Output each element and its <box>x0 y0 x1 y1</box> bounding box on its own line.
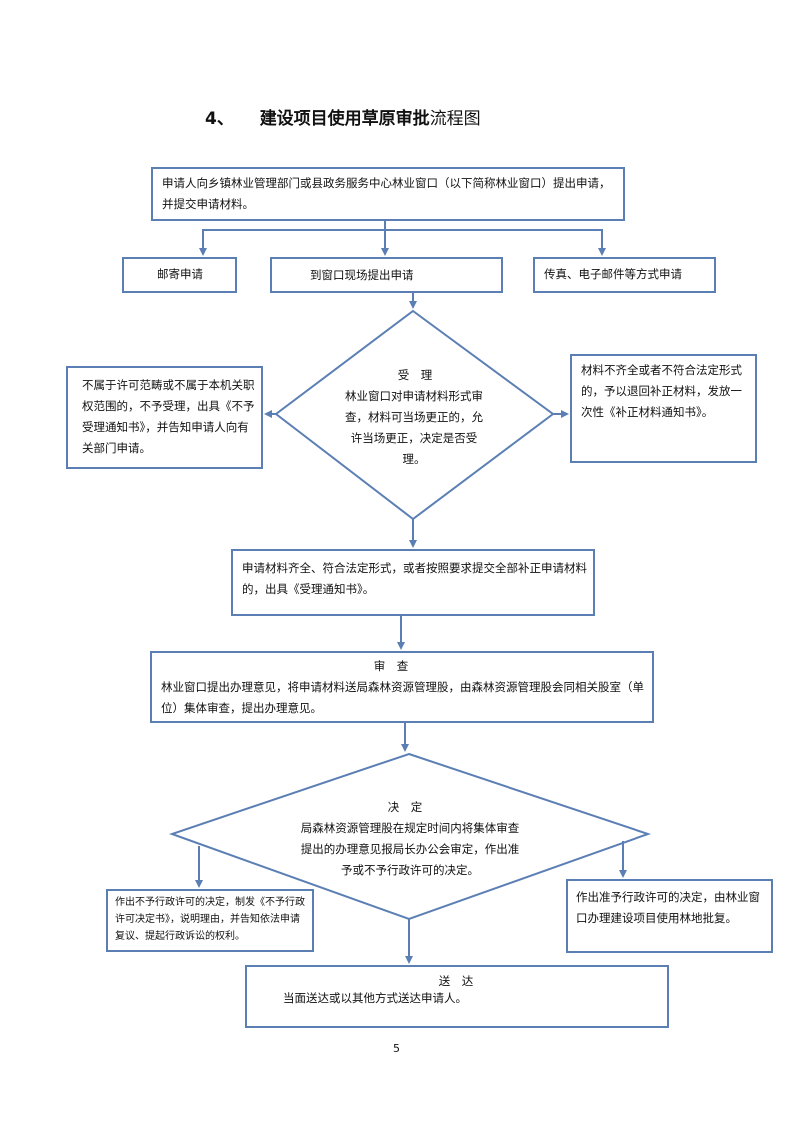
deliver-body: 当面送达或以其他方式送达申请人。 <box>283 991 467 1005</box>
approve-text: 作出准予行政许可的决定，由林业窗口办理建设项目使用林地批复。 <box>576 890 760 925</box>
title-number: 4、 <box>205 109 234 129</box>
onsite-text: 到窗口现场提出申请 <box>310 268 414 282</box>
deliver-title: 送 达 <box>438 974 474 988</box>
onsite-box <box>270 257 503 293</box>
review-body: 林业窗口提出办理意见，将申请材料送局森林资源管理股，由森林资源管理股会同相关股室… <box>161 680 644 715</box>
review-box <box>150 651 654 723</box>
apply-box <box>151 167 625 221</box>
fax-box <box>533 257 716 293</box>
fax-text: 传真、电子邮件等方式申请 <box>544 267 682 281</box>
deliver-box <box>245 965 669 1028</box>
accepted-text: 申请材料齐全、符合法定形式，或者按照要求提交全部补正申请材料的，出具《受理通知书… <box>242 561 587 596</box>
deny-box <box>106 889 314 952</box>
title-rest: 流程图 <box>429 109 481 129</box>
accept-body: 林业窗口对申请材料形式审查，材料可当场更正的，允许当场更正，决定是否受理。 <box>345 389 483 466</box>
accept-title: 受 理 <box>397 368 433 382</box>
approve-box <box>566 879 773 953</box>
apply-text: 申请人向乡镇林业管理部门或县政务服务中心林业窗口（以下简称林业窗口）提出申请，并… <box>162 176 611 211</box>
return-right-box <box>570 354 757 463</box>
review-title: 审 查 <box>373 659 409 673</box>
title-bold: 建设项目使用草原审批 <box>259 109 430 129</box>
accepted-box <box>231 549 595 616</box>
branch-line <box>202 220 603 236</box>
mail-text: 邮寄申请 <box>157 267 203 281</box>
deny-text: 作出不予行政许可的决定，制发《不予行政许可决定书》，说明理由，并告知依法申请复议… <box>115 897 305 942</box>
page-title: 4、 建设项目使用草原审批流程图 <box>205 104 481 129</box>
decide-body: 局森林资源管理股在规定时间内将集体审查提出的办理意见报局长办公会审定，作出准予或… <box>300 821 520 877</box>
page-number: 5 <box>393 1042 400 1055</box>
return-right-text: 材料不齐全或者不符合法定形式的，予以退回补正材料，发放一次性《补正材料通知书》。 <box>581 363 742 419</box>
decide-title: 决 定 <box>387 800 423 814</box>
reject-left-box <box>66 366 263 469</box>
reject-left-text: 不属于许可范畴或不属于本机关职权范围的，不予受理，出具《不予受理通知书》，并告知… <box>82 378 255 455</box>
mail-box <box>122 257 237 293</box>
